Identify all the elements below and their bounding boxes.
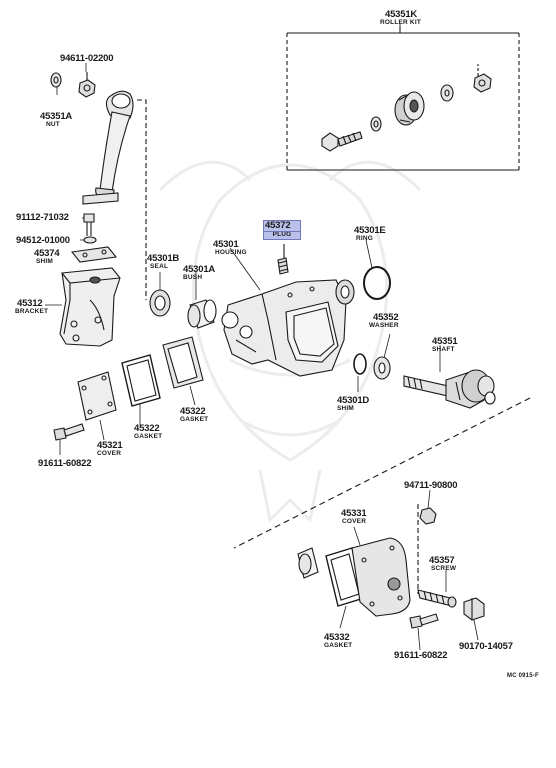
shim-part-name: SHIM <box>36 258 54 265</box>
washer-part-number[interactable]: 94512-01000 <box>16 235 70 246</box>
housing-bush[interactable] <box>187 299 217 329</box>
housing-plug[interactable] <box>277 257 289 275</box>
screw-part-number[interactable]: 45357 <box>429 555 455 566</box>
roller-kit-roller[interactable] <box>394 91 425 126</box>
roller-kit-bolt[interactable] <box>321 131 363 152</box>
top-washer[interactable] <box>50 72 62 88</box>
steering-bracket[interactable] <box>59 267 121 347</box>
seal-part-number[interactable]: 45301B <box>147 253 180 264</box>
nut3-part-number[interactable]: 94711-90800 <box>404 480 458 491</box>
shaft-shim[interactable] <box>353 353 367 375</box>
shaft-part-number[interactable]: 45351 <box>432 336 458 347</box>
washer2-part-number[interactable]: 45352 <box>373 312 399 323</box>
lower-cover[interactable] <box>351 537 411 617</box>
gasket2-part-name: GASKET <box>324 642 353 649</box>
adjust-screw[interactable] <box>417 589 457 608</box>
bracket-part-number[interactable]: 45312 <box>17 298 43 309</box>
steering-housing[interactable] <box>221 279 355 377</box>
cover-part-number[interactable]: 45321 <box>97 440 123 451</box>
shaft-part-name: SHAFT <box>432 346 455 353</box>
bolt-part-number[interactable]: 91112-71032 <box>16 212 69 223</box>
gasket-b-part-number[interactable]: 45322 <box>180 406 206 417</box>
leader-lines <box>45 24 479 651</box>
shim-part-number[interactable]: 45374 <box>34 248 60 259</box>
housing-part-name: HOUSING <box>215 249 247 256</box>
shaft-washer[interactable] <box>373 356 391 380</box>
lower-nut[interactable] <box>419 507 437 525</box>
bracket-bolt[interactable] <box>83 213 95 236</box>
screw-part-name: SCREW <box>431 565 457 572</box>
shim2-part-number[interactable]: 45301D <box>337 395 370 406</box>
gasket-a-part-number[interactable]: 45322 <box>134 423 160 434</box>
bracket-part-name: BRACKET <box>15 308 49 315</box>
nut-part-name: NUT <box>46 121 60 128</box>
diagram-code: MC 0915-F <box>507 673 539 679</box>
bolt3-part-number[interactable]: 91611-60822 <box>394 650 448 661</box>
washer2-part-name: WASHER <box>369 322 399 329</box>
lower-bolt[interactable] <box>409 613 439 629</box>
roller-kit-washer[interactable] <box>440 84 454 102</box>
gasket-b-part-name: GASKET <box>180 416 209 423</box>
gasket-left[interactable] <box>121 354 161 407</box>
gasket-right[interactable] <box>162 336 204 389</box>
cover-part-name: COVER <box>97 450 122 457</box>
housing-part-number[interactable]: 45301 <box>213 239 239 250</box>
roller-kit-nut[interactable] <box>473 73 492 93</box>
cover-bolt[interactable] <box>53 423 85 441</box>
bracket-shim[interactable] <box>70 246 118 263</box>
roller-kit-part-name: ROLLER KIT <box>380 19 421 26</box>
housing-ring[interactable] <box>363 266 391 300</box>
gasket2-part-number[interactable]: 45332 <box>324 632 350 643</box>
roller-kit-washer-small[interactable] <box>370 116 382 132</box>
plug-part-name: PLUG <box>263 231 301 240</box>
nut-washer-part-number[interactable]: 94611-02200 <box>60 53 114 64</box>
lock-nut[interactable] <box>463 597 485 621</box>
ring-part-number[interactable]: 45301E <box>354 225 386 236</box>
roller-kit-part-number[interactable]: 45351K <box>385 9 418 20</box>
pitman-nut[interactable] <box>78 79 96 98</box>
lower-bush[interactable] <box>297 547 319 579</box>
housing-cover[interactable] <box>77 371 117 421</box>
nut-part-number[interactable]: 45351A <box>40 111 73 122</box>
bolt2-part-number[interactable]: 91611-60822 <box>38 458 92 469</box>
shim2-part-name: SHIM <box>337 405 355 412</box>
ring-part-name: RING <box>356 235 374 242</box>
bush-part-name: BUSH <box>183 274 203 281</box>
bracket-washer[interactable] <box>83 236 97 244</box>
bush-part-number[interactable]: 45301A <box>183 264 216 275</box>
pitman-arm[interactable] <box>82 90 134 205</box>
plug-part-number[interactable]: 45372 <box>263 220 301 232</box>
cover2-part-number[interactable]: 45331 <box>341 508 367 519</box>
gasket-a-part-name: GASKET <box>134 433 163 440</box>
roller-kit-box <box>286 26 520 171</box>
cover2-part-name: COVER <box>342 518 367 525</box>
nut4-part-number[interactable]: 90170-14057 <box>459 641 513 652</box>
housing-seal[interactable] <box>149 289 171 317</box>
seal-part-name: SEAL <box>150 263 169 270</box>
sector-shaft[interactable] <box>403 369 496 409</box>
